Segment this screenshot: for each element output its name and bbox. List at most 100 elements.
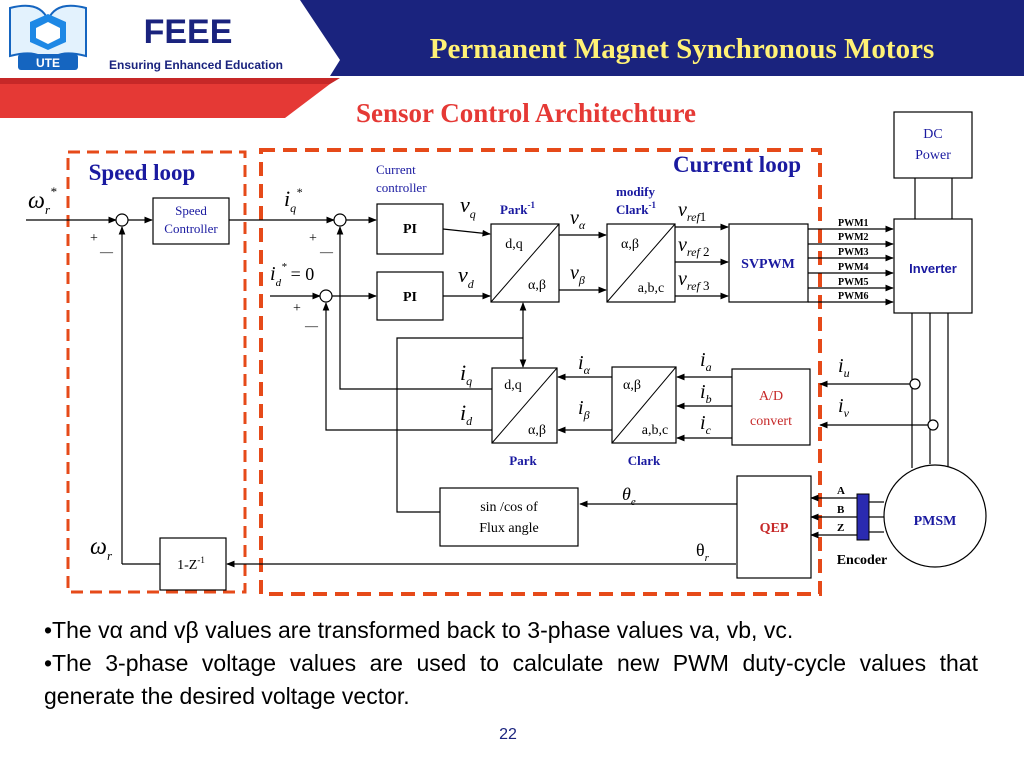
- iu-label: iu: [838, 355, 850, 380]
- omega-ref-label: ωr*: [28, 184, 57, 217]
- iq-feedback-label: iq: [460, 360, 472, 388]
- qep-block: [736, 475, 812, 579]
- encoder-a: A: [837, 485, 845, 497]
- speed-loop-box: [66, 150, 247, 594]
- iv-label: iv: [838, 395, 850, 420]
- sincos-block: [439, 487, 579, 547]
- speed-loop-label: Speed loop: [89, 160, 196, 185]
- vref2-label: vref 2: [678, 234, 710, 259]
- pwm2-label: PWM2: [838, 232, 869, 243]
- diagram-subtitle: Sensor Control Architechture: [356, 98, 696, 128]
- iq-ref-label: iq*: [284, 185, 302, 215]
- inverter-label: Inverter: [909, 261, 957, 276]
- iu-sensor: [909, 378, 921, 390]
- encoder-label: Encoder: [837, 553, 888, 568]
- park-inverse-dq: d,q: [505, 237, 523, 252]
- logo-icon: [9, 4, 87, 70]
- dc-power-block: [893, 111, 973, 179]
- park-ab: α,β: [528, 423, 546, 438]
- current-controller-line2: controller: [376, 180, 427, 195]
- speed-controller-line1: Speed: [175, 203, 207, 218]
- pi-d-block: [376, 271, 444, 321]
- iq-sum-plus: +: [309, 231, 317, 246]
- iq-sum-junction: [333, 213, 347, 227]
- pwm1-label: PWM1: [838, 218, 869, 229]
- bullet-list: •The vα and vβ values are transformed ba…: [44, 614, 978, 713]
- vd-label: vd: [458, 262, 475, 291]
- pi-q-label: PI: [403, 222, 417, 237]
- ia-label: ia: [700, 349, 712, 374]
- ad-convert-block: [731, 368, 811, 446]
- svpwm-label: SVPWM: [741, 257, 795, 272]
- encoder-disk: [856, 493, 870, 541]
- logo-badge: UTE: [36, 56, 60, 70]
- header: UTE FEEE Ensuring Enhanced Education Per…: [0, 0, 1024, 118]
- iv-sensor: [927, 419, 939, 431]
- current-controller-line1: Current: [376, 162, 416, 177]
- current-loop-label: Current loop: [673, 152, 801, 177]
- dc-power-line2: Power: [915, 148, 951, 163]
- pi-d-label: PI: [403, 290, 417, 305]
- vq-label: vq: [460, 192, 476, 221]
- logo-tagline: Ensuring Enhanced Education: [109, 58, 283, 72]
- speed-controller-line2: Controller: [164, 221, 218, 236]
- clark-ab: α,β: [623, 378, 641, 393]
- sincos-line1: sin /cos of: [480, 500, 538, 515]
- dc-power-line1: DC: [923, 127, 942, 142]
- i-beta-label: iβ: [578, 397, 590, 422]
- id-sum-minus: —: [304, 318, 319, 333]
- sincos-line2: Flux angle: [479, 521, 539, 536]
- ad-line1: A/D: [759, 389, 783, 404]
- v-beta-label: vβ: [570, 262, 585, 287]
- id-feedback-label: id: [460, 400, 473, 428]
- ic-label: ic: [700, 412, 712, 437]
- modify-clark-line1: modify: [616, 184, 656, 199]
- speed-sum-junction: [115, 213, 129, 227]
- theta-r-label: θr: [696, 540, 710, 564]
- omega-r-label: ωr: [90, 534, 113, 563]
- pwm5-label: PWM5: [838, 277, 869, 288]
- vref1-label: vref1: [678, 199, 706, 224]
- delay-label: 1-Z-1: [177, 555, 205, 573]
- id-ref-label: id*= 0: [270, 261, 314, 289]
- pwm-lines: [808, 225, 894, 306]
- page-number: 22: [499, 726, 517, 743]
- clark-inverse-abc: a,b,c: [638, 281, 664, 296]
- pi-q-block: [376, 203, 444, 255]
- i-alpha-label: iα: [578, 352, 591, 377]
- encoder-z: Z: [837, 522, 844, 534]
- bullet-item: •The vα and vβ values are transformed ba…: [44, 617, 794, 643]
- inverter-block: [893, 218, 973, 314]
- id-sum-plus: +: [293, 301, 301, 316]
- speed-sum-minus: —: [99, 244, 114, 259]
- park-label: Park: [509, 453, 537, 468]
- pwm4-label: PWM4: [838, 262, 869, 273]
- id-sum-junction: [319, 289, 333, 303]
- logo-name: FEEE: [144, 13, 233, 51]
- delay-block: [159, 537, 227, 591]
- vref3-label: vref 3: [678, 268, 710, 293]
- clark-label: Clark: [628, 453, 661, 468]
- park-inverse-ab: α,β: [528, 278, 546, 293]
- current-loop-box: [259, 148, 822, 596]
- speed-controller-block: [152, 197, 230, 245]
- speed-sum-plus: +: [90, 231, 98, 246]
- v-alpha-label: vα: [570, 207, 586, 232]
- iq-sum-minus: —: [319, 244, 334, 259]
- qep-label: QEP: [760, 521, 789, 536]
- modify-clark-line2: Clark-1: [616, 200, 656, 217]
- svpwm-block: [728, 223, 809, 303]
- pwm6-label: PWM6: [838, 291, 869, 302]
- encoder-b: B: [837, 504, 845, 516]
- pmsm-label: PMSM: [914, 514, 957, 529]
- clark-abc: a,b,c: [642, 423, 668, 438]
- pmsm-motor: [883, 464, 987, 568]
- ib-label: ib: [700, 381, 712, 406]
- bullet-item: •The 3-phase voltage values are used to …: [44, 650, 978, 709]
- pwm3-label: PWM3: [838, 247, 869, 258]
- page-title: Permanent Magnet Synchronous Motors: [430, 33, 935, 65]
- ad-line2: convert: [750, 414, 792, 429]
- clark-inverse-ab: α,β: [621, 237, 639, 252]
- park-inverse-label: Park-1: [500, 200, 535, 217]
